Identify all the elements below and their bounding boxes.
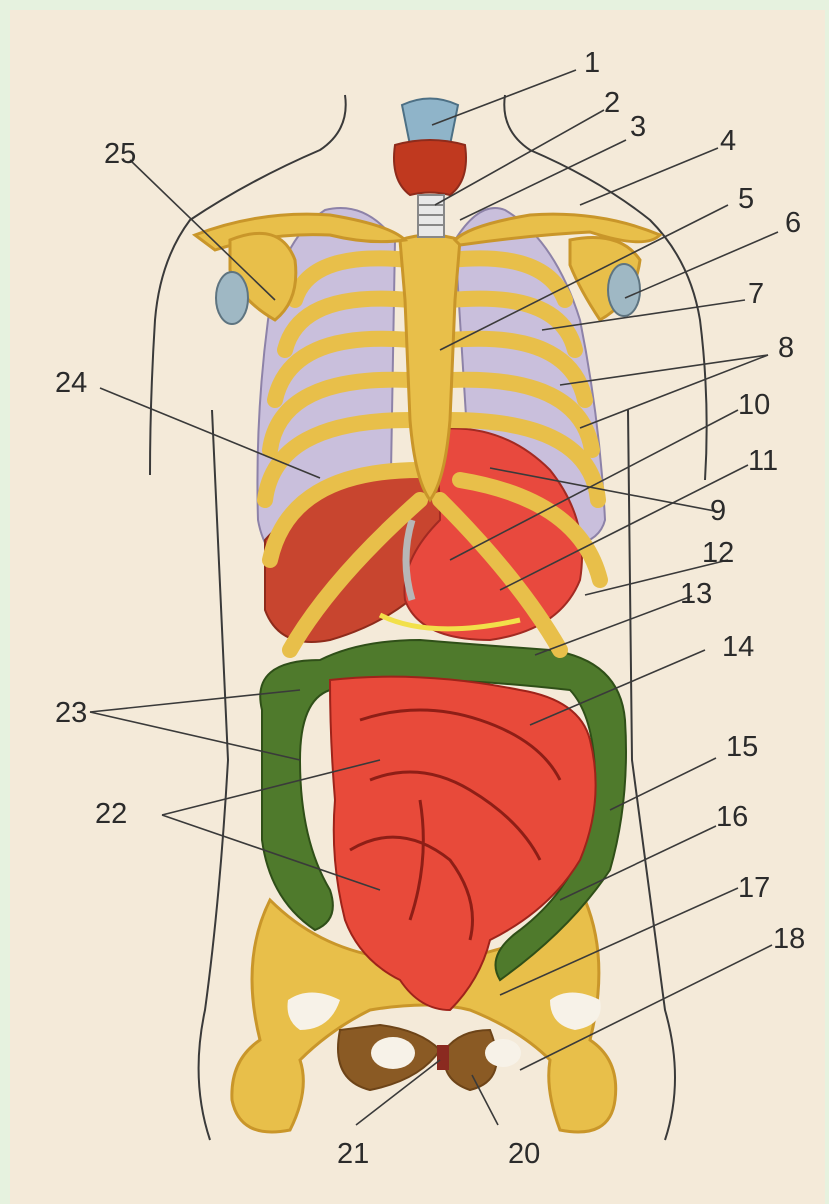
- label-22: 22: [95, 798, 127, 830]
- label-9: 9: [710, 495, 726, 527]
- label-15: 15: [726, 731, 758, 763]
- label-16: 16: [716, 801, 748, 833]
- label-6: 6: [785, 207, 801, 239]
- label-12: 12: [702, 537, 734, 569]
- label-25: 25: [104, 138, 136, 170]
- label-1: 1: [584, 47, 600, 79]
- label-18: 18: [773, 923, 805, 955]
- label-7: 7: [748, 278, 764, 310]
- label-11: 11: [748, 445, 778, 477]
- label-10: 10: [738, 389, 770, 421]
- label-5: 5: [738, 183, 754, 215]
- label-17: 17: [738, 872, 770, 904]
- label-4: 4: [720, 125, 736, 157]
- label-2: 2: [604, 87, 620, 119]
- label-20: 20: [508, 1138, 540, 1170]
- label-21: 21: [337, 1138, 369, 1170]
- label-14: 14: [722, 631, 754, 663]
- label-24: 24: [55, 367, 87, 399]
- label-8: 8: [778, 332, 794, 364]
- label-13: 13: [680, 578, 712, 610]
- label-23: 23: [55, 697, 87, 729]
- label-3: 3: [630, 111, 646, 143]
